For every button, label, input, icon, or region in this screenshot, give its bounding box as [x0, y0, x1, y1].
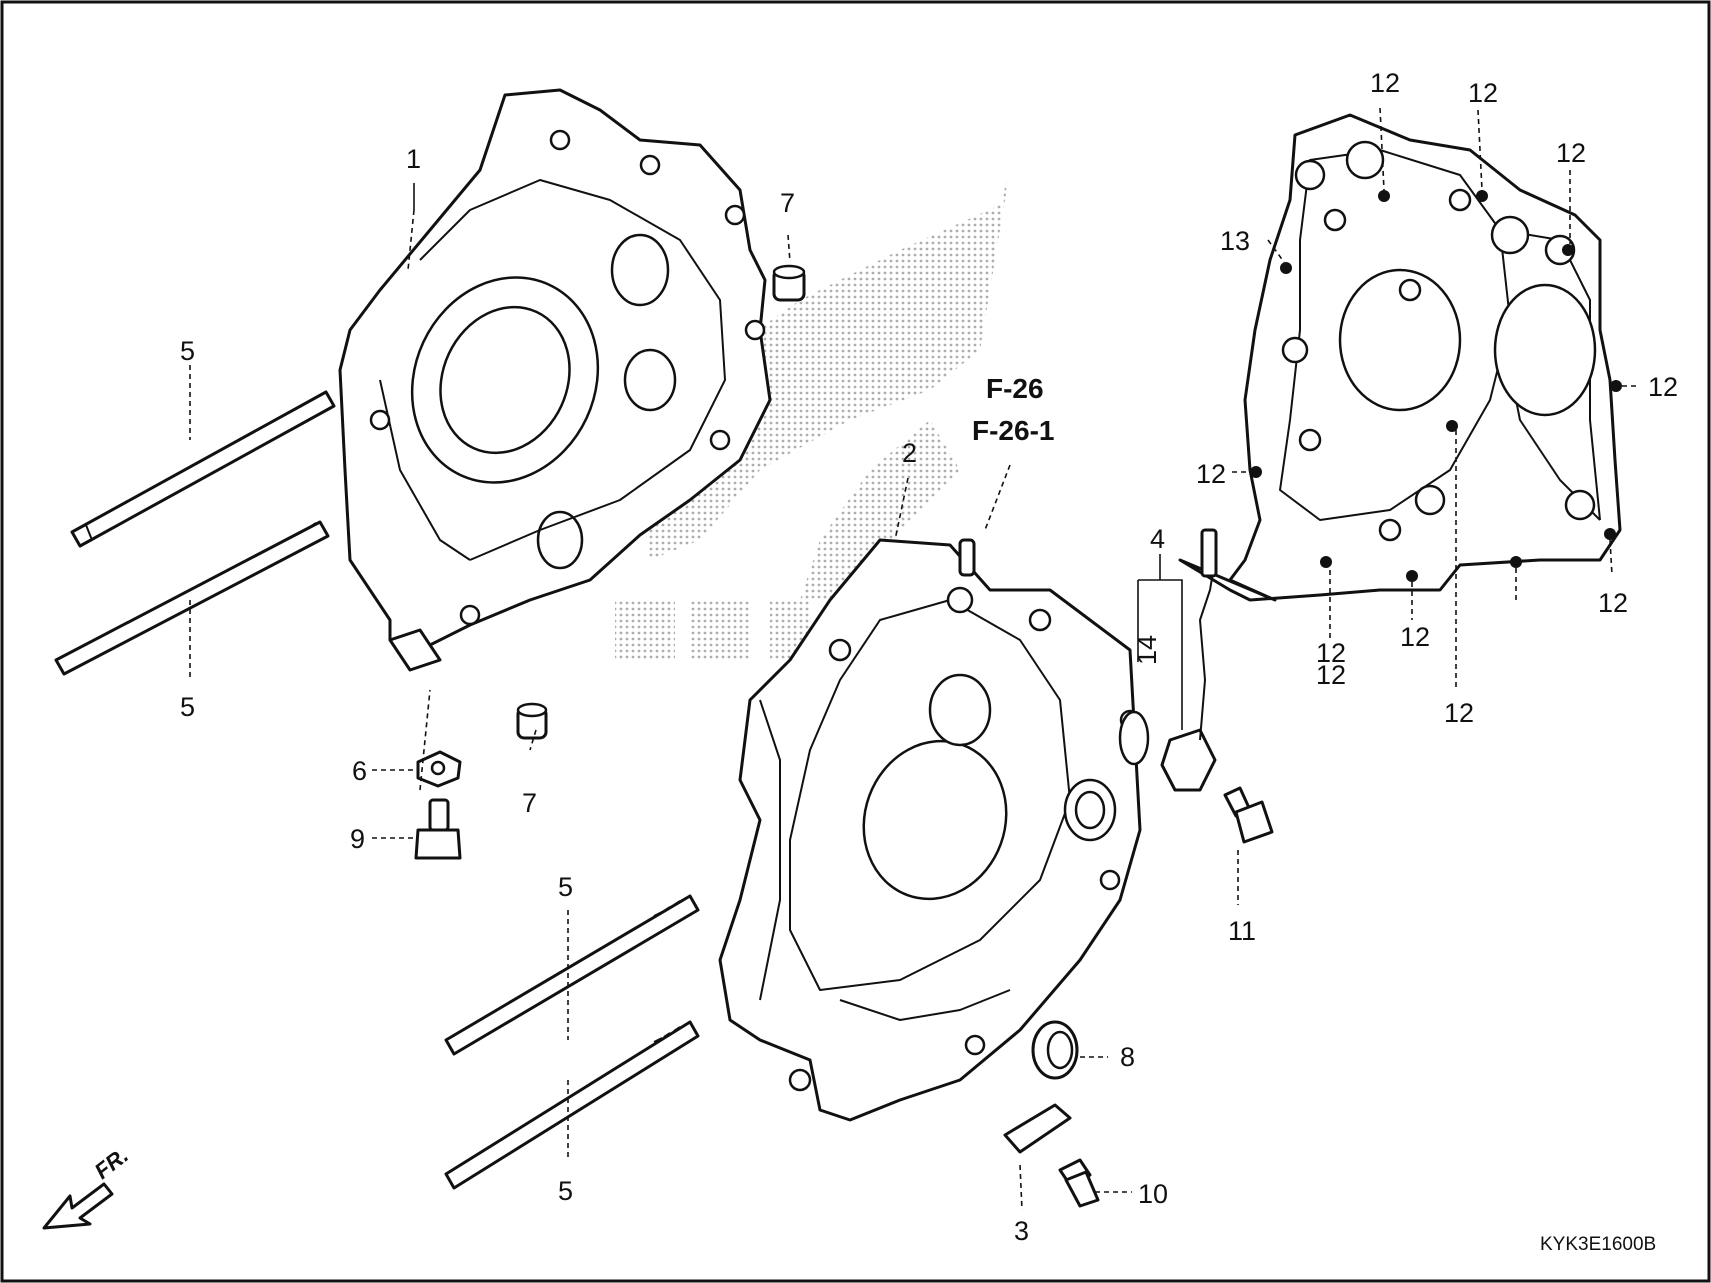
callout-5-lower-center: 5: [558, 1176, 573, 1206]
callout-4: 4: [1150, 524, 1165, 554]
dowel-pin-upper: [772, 264, 806, 302]
callout-12-h: 12: [1316, 638, 1346, 668]
direction-label: FR.: [90, 1142, 133, 1184]
callout-12-f: 12: [1598, 588, 1628, 618]
stud-bolt-upper-left: [70, 390, 336, 548]
callout-7-upper: 7: [780, 188, 795, 218]
reference-pages[interactable]: F-26 F-26-1: [972, 373, 1054, 446]
callout-5-upper-left: 5: [180, 336, 195, 366]
bolt-part-11: [1223, 786, 1274, 844]
sensor-assembly-part-4: [1118, 528, 1218, 792]
left-crankcase: [338, 88, 772, 672]
reference-page-f26[interactable]: F-26: [986, 373, 1044, 404]
leader-lines: [189, 107, 1640, 1211]
callout-12-i: 12: [1316, 660, 1346, 690]
callout-12-b: 12: [1468, 78, 1498, 108]
callout-8: 8: [1120, 1042, 1135, 1072]
callout-9: 9: [350, 824, 365, 854]
oil-seal-part-8: [1031, 1020, 1079, 1080]
callout-5-lower-left: 5: [180, 692, 195, 722]
callout-11: 11: [1228, 916, 1256, 946]
front-arrow-icon: FR.: [42, 1142, 133, 1230]
callout-14: 14: [1132, 635, 1162, 665]
callout-12-j: 12: [1444, 698, 1474, 728]
bolt-part-9: [414, 798, 462, 860]
callout-12-a: 12: [1370, 68, 1400, 98]
nut-part-6: [416, 750, 462, 788]
right-crankcase: [718, 538, 1142, 1122]
stud-bolt-lower-center: [444, 1020, 700, 1190]
callout-7-lower: 7: [522, 788, 537, 818]
dowel-pin-lower: [516, 702, 548, 740]
plate-part-3: [1003, 1103, 1072, 1154]
crankcase-gasket: [1178, 113, 1622, 602]
callout-13: 13: [1220, 226, 1250, 256]
callout-3: 3: [1014, 1216, 1029, 1246]
callout-5-upper-center: 5: [558, 872, 573, 902]
callout-2: 2: [902, 438, 917, 468]
diagram-code: KYK3E1600B: [1540, 1234, 1656, 1255]
callout-6: 6: [352, 756, 367, 786]
stud-bolt-upper-center: [444, 894, 700, 1056]
callout-labels: 1 2 3 4 5 5 5 5 6 7 7 8 9 10 11 12 12 12…: [180, 68, 1678, 1246]
callout-10: 10: [1138, 1179, 1168, 1209]
callout-12-g: 12: [1400, 622, 1430, 652]
reference-page-f26-1[interactable]: F-26-1: [972, 415, 1054, 446]
stud-bolt-lower-left: [54, 520, 330, 676]
callout-12-d: 12: [1648, 372, 1678, 402]
callout-12-c: 12: [1556, 138, 1586, 168]
callout-12-e: 12: [1196, 459, 1226, 489]
bolt-part-10: [1058, 1158, 1100, 1208]
callout-1: 1: [406, 144, 421, 174]
